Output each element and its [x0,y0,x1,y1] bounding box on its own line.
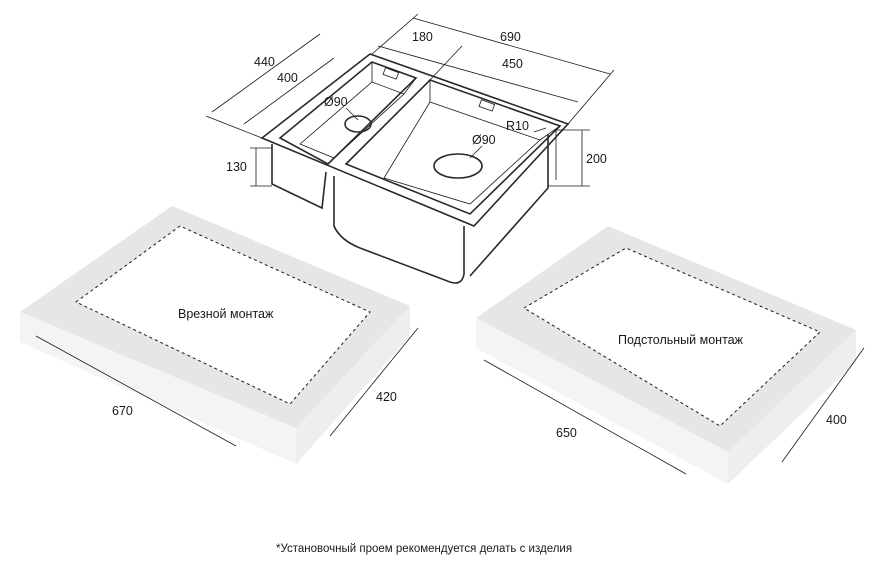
dim-total-depth: 440 [254,55,275,69]
dim-small-bowl-width: 180 [412,30,433,44]
label-undermount: Подстольный монтаж [618,333,744,347]
dim-inset-width: 670 [112,404,133,418]
dim-inset-depth: 420 [376,390,397,404]
dim-total-width: 690 [500,30,521,44]
dim-undermount-width: 650 [556,426,577,440]
small-drain-icon [344,115,372,133]
sink-illustration: 690 180 450 440 400 130 200 Ø90 Ø90 R10 [205,13,615,284]
cutout-inset: Врезной монтаж 670 420 [20,206,419,464]
label-drain-large: Ø90 [472,133,496,147]
label-corner-radius: R10 [506,119,529,133]
dim-small-bowl-height: 130 [226,160,247,174]
label-inset-mount: Врезной монтаж [178,307,274,321]
dim-bowl-depth: 400 [277,71,298,85]
dim-large-bowl-width: 450 [502,57,523,71]
footnote: *Установочный проем рекомендуется делать… [276,543,572,555]
label-drain-small: Ø90 [324,95,348,109]
cutout-undermount: Подстольный монтаж 650 400 [476,226,865,484]
dim-undermount-depth: 400 [826,413,847,427]
large-drain-icon [433,153,483,179]
dim-large-bowl-height: 200 [586,152,607,166]
